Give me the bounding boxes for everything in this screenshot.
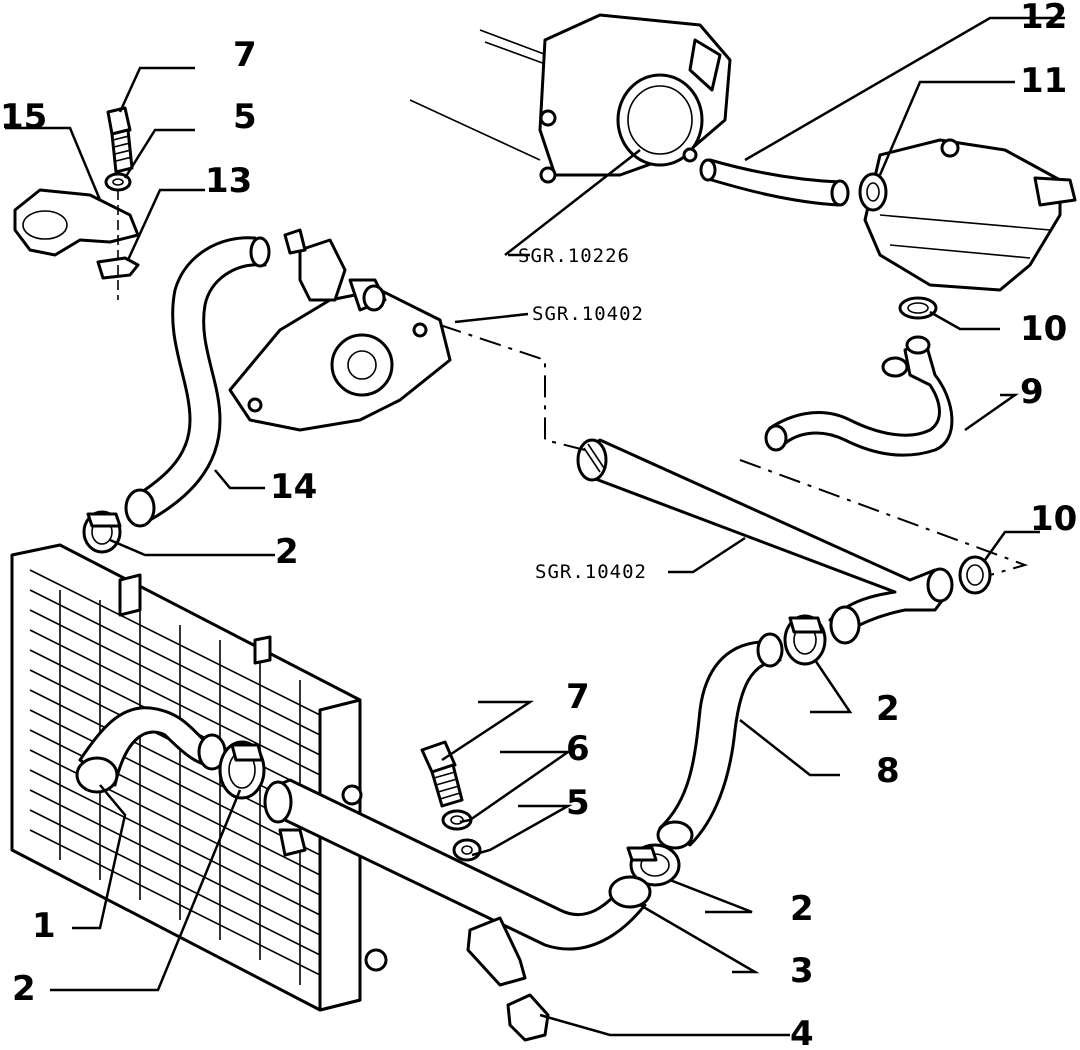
callout-2-right-upper: 2: [876, 689, 900, 729]
hose-8: [656, 632, 784, 850]
upper-metal-pipe: [576, 438, 954, 645]
callout-5-top: 5: [233, 97, 257, 137]
washer-5-middle: [452, 838, 482, 862]
callout-2-radiator: 2: [12, 969, 36, 1009]
callout-2-right-lower: 2: [790, 889, 814, 929]
radiator: [10, 543, 388, 1012]
expansion-tank: [863, 138, 1077, 292]
callout-8: 8: [876, 751, 900, 791]
clamp-2-upper-left: [82, 510, 122, 554]
leader-lines: [5, 16, 1065, 1037]
clamp-11: [858, 172, 888, 212]
hose-routing-line: [739, 459, 1029, 576]
ref-water-pump: SGR.10402: [532, 303, 644, 325]
callout-7-middle: 7: [566, 677, 590, 717]
callout-6: 6: [566, 729, 590, 769]
callout-9: 9: [1020, 372, 1044, 412]
callout-10-upper: 10: [1020, 309, 1067, 349]
bracket-15: [13, 188, 140, 257]
hose-1: [75, 706, 227, 794]
callout-14: 14: [270, 467, 317, 507]
callout-12: 12: [1020, 0, 1067, 37]
callout-2-upper-left: 2: [275, 532, 299, 572]
hose-12: [699, 158, 850, 207]
clamp-2-right-upper: [783, 614, 827, 666]
throttle-body: [409, 13, 732, 184]
clamp-2-right-lower: [626, 843, 681, 887]
callout-13: 13: [205, 161, 252, 201]
clip-4: [506, 993, 550, 1042]
callout-11: 11: [1020, 61, 1067, 101]
washer-5-top: [104, 172, 132, 192]
clamp-2-lower-left: [218, 740, 266, 800]
callout-10-lower: 10: [1030, 499, 1077, 539]
ref-throttle-body: SGR.10226: [518, 245, 630, 267]
hose-14: [124, 236, 271, 528]
clamp-10-lower: [958, 555, 992, 595]
bolt-7-middle: [420, 740, 464, 808]
callout-15: 15: [0, 97, 47, 137]
callout-7-top: 7: [233, 35, 257, 75]
callout-5-middle: 5: [566, 783, 590, 823]
pipe-routing-line: [439, 324, 586, 451]
ref-metal-pipe: SGR.10402: [535, 561, 647, 583]
callout-1: 1: [32, 906, 56, 946]
lower-pipe-3: [263, 778, 652, 987]
callout-3: 3: [790, 951, 814, 991]
hose-9: [764, 335, 954, 457]
water-pump: [228, 228, 452, 432]
bolt-7-top: [106, 106, 134, 174]
callout-4: 4: [790, 1014, 814, 1050]
clamp-10-upper: [898, 296, 938, 320]
